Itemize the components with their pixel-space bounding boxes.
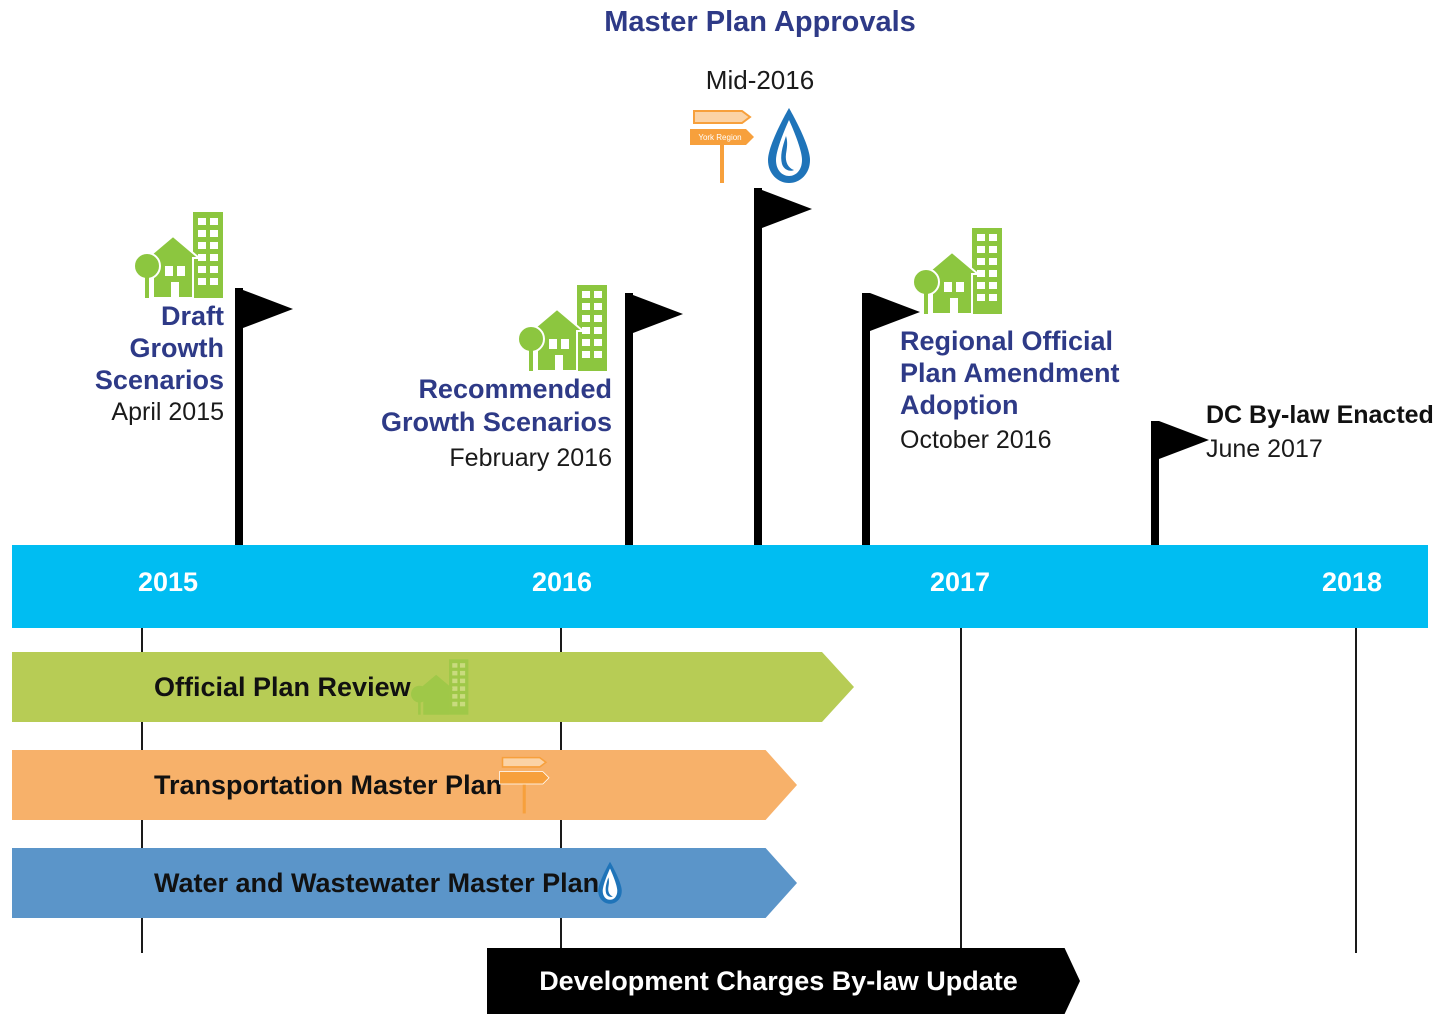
page-title: Master Plan Approvals: [604, 6, 916, 38]
milestone-rop-adoption: Regional Official Plan Amendment Adoptio…: [900, 325, 1160, 456]
milestone-dc-bylaw: DC By-law Enacted June 2017: [1206, 398, 1436, 466]
flag-pennant: [243, 290, 293, 328]
water-drop-icon: [764, 106, 814, 186]
flag-pole: [235, 288, 243, 545]
water-wastewater-master-plan-bar: Water and Wastewater Master Plan: [12, 848, 797, 918]
bar-label: Development Charges By-law Update: [539, 965, 1018, 996]
year-label-2018: 2018: [1321, 567, 1383, 597]
signpost-icon: York Region: [688, 105, 758, 185]
milestone-date: February 2016: [449, 444, 612, 472]
flag-pole: [1151, 421, 1159, 545]
signpost-icon: [497, 753, 553, 815]
flag-pole: [862, 293, 870, 545]
year-gridline: [1355, 628, 1357, 953]
bar-label: Transportation Master Plan: [154, 769, 503, 800]
flag-pennant: [633, 295, 683, 333]
development-charges-bylaw-bar: Development Charges By-law Update: [487, 948, 1080, 1014]
flag-pole: [625, 293, 633, 545]
milestone-title-line: Plan Amendment: [900, 358, 1120, 388]
flag-pennant: [762, 190, 812, 228]
bar-label: Water and Wastewater Master Plan: [154, 867, 600, 898]
milestone-title-line: Adoption: [900, 390, 1019, 420]
milestone-title-line: Regional Official: [900, 326, 1114, 356]
flag-pennant: [1159, 421, 1209, 459]
water-drop-icon: [596, 860, 624, 906]
building-icon: [517, 283, 609, 373]
signpost-text: York Region: [698, 133, 741, 142]
transportation-master-plan-bar: Transportation Master Plan: [12, 750, 797, 820]
milestone-mid-2016-date: Mid-2016: [705, 65, 815, 95]
milestone-date: June 2017: [1206, 435, 1323, 463]
building-icon: [410, 658, 470, 716]
milestone-date: October 2016: [900, 426, 1052, 454]
building-icon: [912, 226, 1004, 316]
timeline-band: [12, 545, 1428, 628]
milestone-title-line: Growth Scenarios: [380, 407, 612, 437]
year-gridline: [960, 628, 962, 953]
flag-pennant: [870, 293, 920, 331]
milestone-date: April 2015: [111, 398, 224, 426]
milestone-draft-growth: Draft Growth Scenarios April 2015: [0, 300, 224, 428]
building-icon: [133, 210, 225, 300]
milestone-recommended-growth: Recommended Growth Scenarios February 20…: [340, 373, 612, 475]
milestone-title-line: DC By-law Enacted: [1206, 401, 1434, 429]
milestone-title-line: Recommended: [418, 374, 612, 404]
bar-label: Official Plan Review: [154, 671, 411, 702]
year-label-2015: 2015: [137, 567, 199, 597]
year-label-2017: 2017: [929, 567, 991, 597]
milestone-title-line: Growth Scenarios: [94, 333, 224, 395]
milestone-title-line: Draft: [160, 301, 224, 331]
year-label-2016: 2016: [531, 567, 593, 597]
flag-pole: [754, 188, 762, 545]
